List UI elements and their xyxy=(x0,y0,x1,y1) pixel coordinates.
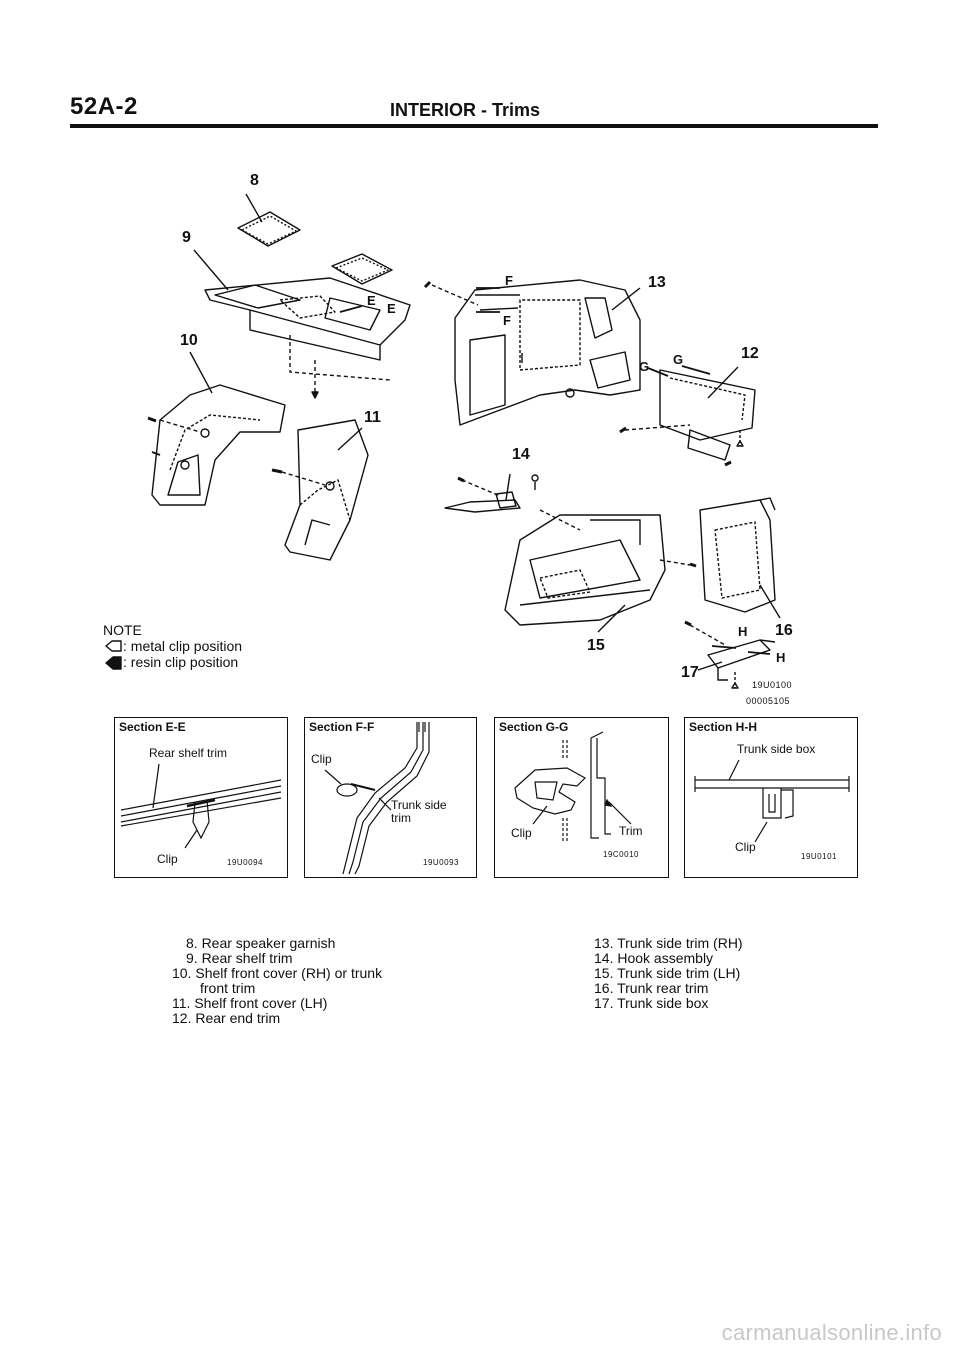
section-f-f-panel: Section F-F Clip Trunk side trim 19U0093 xyxy=(304,717,477,878)
section-mark-e2: E xyxy=(387,301,396,316)
legend-right: 13. Trunk side trim (RH) 14. Hook assemb… xyxy=(594,936,743,1011)
section-label: Rear shelf trim xyxy=(149,746,228,760)
section-f-f-drawing xyxy=(324,722,430,875)
callout-11: 11 xyxy=(364,409,381,426)
section-mark-g1: G xyxy=(639,359,650,374)
callout-9: 9 xyxy=(182,229,191,246)
section-label: Trunk side box xyxy=(737,742,816,756)
section-e-e-drawing xyxy=(120,763,282,849)
section-title: Section G-G xyxy=(499,720,569,734)
legend-item: 14. Hook assembly xyxy=(594,950,714,966)
page-title: INTERIOR - Trims xyxy=(390,100,541,120)
legend-item: front trim xyxy=(200,980,256,996)
part-16-trunk-rear-trim xyxy=(699,497,781,619)
watermark: carmanualsonline.info xyxy=(721,1320,942,1345)
callout-15: 15 xyxy=(587,637,605,654)
part-15-trunk-side-trim-lh xyxy=(504,514,697,633)
section-g-g-drawing xyxy=(514,731,632,842)
note-block: NOTE : metal clip position : resin clip … xyxy=(103,622,242,670)
metal-clip-icon xyxy=(105,640,122,652)
section-label: Clip xyxy=(735,840,756,854)
legend-item: 11. Shelf front cover (LH) xyxy=(172,995,328,1011)
part-17-trunk-side-box xyxy=(684,620,776,689)
resin-clip-icon xyxy=(105,656,122,670)
note-resin-clip: : resin clip position xyxy=(123,654,239,670)
section-code: 19U0094 xyxy=(227,858,263,867)
part-12-rear-end-trim xyxy=(619,366,756,467)
figure-code: 00005105 xyxy=(746,696,791,706)
callout-8: 8 xyxy=(250,172,259,189)
section-code: 19C0010 xyxy=(603,850,639,859)
legend-item: 15. Trunk side trim (LH) xyxy=(594,965,741,981)
section-title: Section E-E xyxy=(119,720,186,734)
legend-item: 16. Trunk rear trim xyxy=(594,980,709,996)
callout-14: 14 xyxy=(512,446,530,463)
part-9-rear-shelf-trim xyxy=(193,249,411,399)
section-mark-h2: H xyxy=(776,650,786,665)
section-h-h-drawing xyxy=(694,759,850,843)
legend-item: 13. Trunk side trim (RH) xyxy=(594,935,743,951)
section-mark-f2: F xyxy=(503,313,511,328)
section-label: trim xyxy=(391,811,411,825)
section-mark-f1: F xyxy=(505,273,513,288)
part-14-hook-assembly xyxy=(444,473,581,531)
legend-item: 12. Rear end trim xyxy=(172,1010,281,1026)
note-icons xyxy=(105,640,122,670)
part-10-shelf-front-cover-rh xyxy=(147,351,286,506)
note-metal-clip: : metal clip position xyxy=(123,638,243,654)
section-code: 19U0101 xyxy=(801,852,837,861)
legend-item: 10. Shelf front cover (RH) or trunk xyxy=(172,965,383,981)
note-heading: NOTE xyxy=(103,622,142,638)
section-label: Clip xyxy=(511,826,532,840)
header-rule xyxy=(70,124,878,128)
section-label: Trunk side xyxy=(391,798,447,812)
callout-17: 17 xyxy=(681,664,699,681)
callout-16: 16 xyxy=(775,622,793,639)
section-cut-markers xyxy=(339,287,771,655)
part-13-trunk-side-trim-rh xyxy=(423,279,641,426)
callout-12: 12 xyxy=(741,345,759,362)
callout-13: 13 xyxy=(648,274,666,291)
section-e-e-panel: Section E-E Rear shelf trim Clip 19U0094 xyxy=(114,717,288,878)
section-label: Clip xyxy=(311,752,332,766)
legend-item: 17. Trunk side box xyxy=(594,995,709,1011)
part-11-shelf-front-cover-lh xyxy=(271,419,369,561)
legend-item: 9. Rear shelf trim xyxy=(186,950,293,966)
legend-left: 8. Rear speaker garnish 9. Rear shelf tr… xyxy=(172,936,382,1026)
legend-item: 8. Rear speaker garnish xyxy=(186,935,336,951)
section-code: 19U0093 xyxy=(423,858,459,867)
section-h-h-panel: Section H-H Trunk side box Clip 19U0101 xyxy=(684,717,858,878)
section-mark-h1: H xyxy=(738,624,748,639)
section-mark-e1: E xyxy=(367,293,376,308)
callout-10: 10 xyxy=(180,332,198,349)
figure-code: 19U0100 xyxy=(752,680,793,690)
section-g-g-panel: Section G-G Clip Trim 19C0010 xyxy=(494,717,669,878)
section-mark-g2: G xyxy=(673,352,684,367)
section-label: Trim xyxy=(619,824,643,838)
part-8-rear-speaker-garnish xyxy=(237,193,393,285)
page-number: 52A-2 xyxy=(70,93,138,120)
section-title: Section F-F xyxy=(309,720,375,734)
section-title: Section H-H xyxy=(689,720,758,734)
section-label: Clip xyxy=(157,852,178,866)
